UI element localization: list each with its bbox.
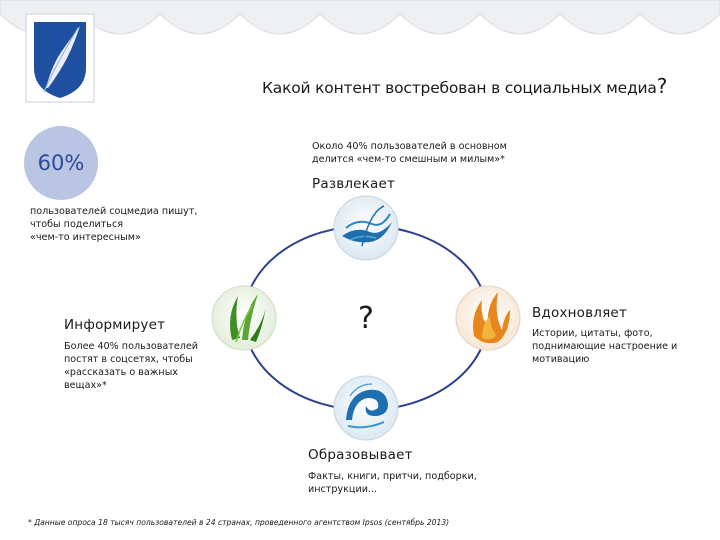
educate-note: Факты, книги, притчи, подборки, инструкц… <box>308 470 508 496</box>
entertain-note-line: Около 40% пользователей в основном <box>312 141 507 152</box>
educate-note-line: Факты, книги, притчи, подборки, <box>308 471 477 482</box>
footnote: * Данные опроса 18 тысяч пользователей в… <box>28 518 450 527</box>
inform-note: Более 40% пользователей постят в соцсетя… <box>64 340 214 392</box>
inspire-note-line: мотивацию <box>532 354 590 365</box>
inform-label: Информирует <box>64 317 166 333</box>
stat-note: пользователей соцмедиа пишут, чтобы поде… <box>30 205 230 244</box>
band-shape <box>0 0 720 35</box>
stat-note-line: «чем-то интересным» <box>30 232 141 243</box>
node-inspire <box>455 285 521 351</box>
stat-note-line: пользователей соцмедиа пишут, <box>30 206 198 217</box>
node-inform-circle <box>211 285 277 351</box>
stat-note-line: чтобы поделиться <box>30 219 124 230</box>
blue-wave-icon <box>342 205 392 247</box>
inspire-note-line: поднимающие настроение и <box>532 341 678 352</box>
shield-feather-logo-icon <box>25 13 95 103</box>
blue-spiral-wave-icon <box>346 383 388 429</box>
educate-label: Образовывает <box>308 447 413 463</box>
stat-badge: 60% <box>24 126 98 200</box>
educate-note-line: инструкции... <box>308 484 378 495</box>
inform-note-line: «рассказать о важных <box>64 367 178 378</box>
entertain-note-line: делится «чем-то смешным и милым»* <box>312 154 505 165</box>
inspire-label: Вдохновляет <box>532 305 628 321</box>
entertain-label: Развлекает <box>312 176 396 192</box>
node-entertain <box>333 195 399 261</box>
green-leaf-icon <box>230 294 266 343</box>
node-entertain-circle <box>333 195 399 261</box>
entertain-note: Около 40% пользователей в основном делит… <box>312 140 532 166</box>
node-educate <box>333 375 399 441</box>
stat-value: 60% <box>37 151 85 175</box>
inspire-note-line: Истории, цитаты, фото, <box>532 328 653 339</box>
scalloped-top-band <box>0 0 720 35</box>
inform-note-line: постят в соцсетях, чтобы <box>64 354 193 365</box>
logo-feather-stem <box>43 27 79 93</box>
inform-note-line: Более 40% пользователей <box>64 341 199 352</box>
node-inform <box>211 285 277 351</box>
inspire-note: Истории, цитаты, фото, поднимающие настр… <box>532 327 702 366</box>
orange-flame-icon <box>473 292 510 344</box>
page-title: Какой контент востребован в социальных м… <box>262 74 668 98</box>
logo-feather <box>46 26 80 88</box>
inform-note-line: вещах»* <box>64 380 107 391</box>
center-question-mark: ? <box>358 301 374 336</box>
